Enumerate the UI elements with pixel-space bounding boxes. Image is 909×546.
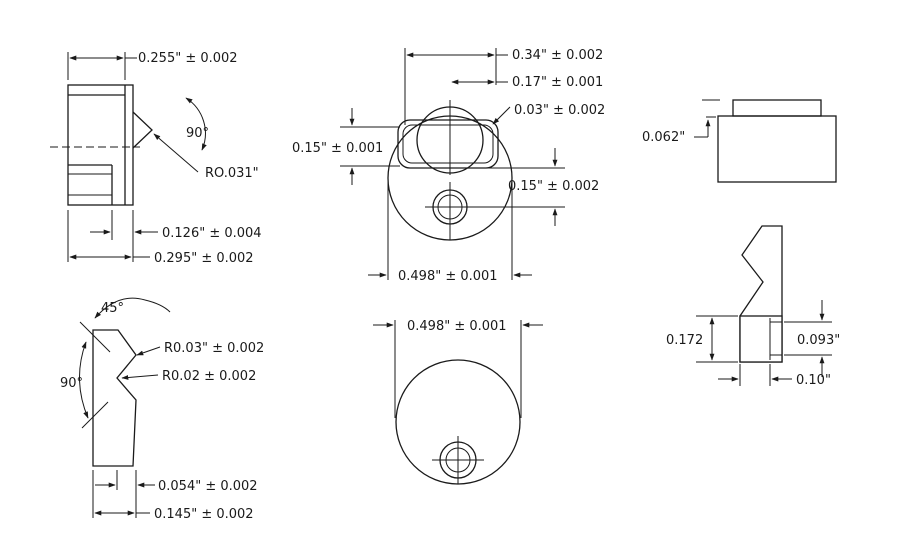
part-outline [395,359,521,485]
part-outline [739,225,783,363]
view-side-top-left: 0.255" ± 0.002 90° RO.031" 0.126" ± 0.00… [50,51,262,266]
dim-diameter-label: 0.498" ± 0.001 [407,319,507,334]
dim-slot-width-label: 0.34" ± 0.002 [512,48,603,63]
view-bottom-right: 0.172 0.093" 0.10" [666,225,840,388]
part-outline [50,84,153,206]
dim-slot-height-label: 0.15" ± 0.001 [292,141,383,156]
dim-hole-offset-label: 0.15" ± 0.002 [508,179,599,194]
angle-left-label: 90° [60,376,83,391]
view-top-right: 0.062" [642,99,837,183]
dim-overall-label: 0.145" ± 0.002 [154,507,254,522]
view-front-top-center: 0.34" ± 0.002 0.17" ± 0.001 0.03" ± 0.00… [292,48,605,284]
angle-top-label: 45° [101,301,124,316]
dim-hole-label: 0.093" [797,333,840,348]
dim-step-label: 0.126" ± 0.004 [162,226,262,241]
part-outline [92,329,137,467]
dim-notch-label: 0.054" ± 0.002 [158,479,258,494]
part-outline [717,99,837,183]
radius-upper-label: R0.03" ± 0.002 [164,341,264,356]
angle-label: 90° [186,126,209,141]
dim-width-label: 0.255" ± 0.002 [138,51,238,66]
dim-diameter-label: 0.498" ± 0.001 [398,269,498,284]
dim-step-height-label: 0.062" [642,130,685,145]
dim-wall-label: 0.03" ± 0.002 [514,103,605,118]
dim-half-label: 0.17" ± 0.001 [512,75,603,90]
radius-label: RO.031" [205,166,259,181]
view-bottom-center: 0.498" ± 0.001 [373,319,543,485]
radius-lower-label: R0.02 ± 0.002 [162,369,256,384]
view-side-bottom-left: 45° 90° R0.03" ± 0.002 R0.02 ± 0.002 0.0… [60,297,264,522]
part-outline [387,100,513,241]
dim-height-label: 0.172 [666,333,703,348]
dim-overall-label: 0.295" ± 0.002 [154,251,254,266]
dim-width-label: 0.10" [796,373,831,388]
